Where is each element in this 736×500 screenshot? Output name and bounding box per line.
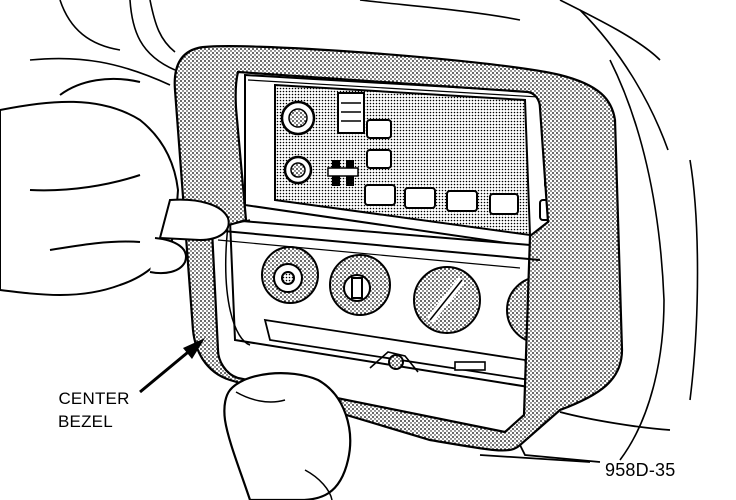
figure-number: 958D-35 (605, 460, 676, 480)
callout-label-line2: BEZEL (58, 412, 113, 431)
dashboard-contours (29, 0, 699, 461)
callout-label-line1: CENTER (58, 389, 130, 408)
shift-knob (223, 372, 352, 500)
center-bezel (173, 45, 624, 452)
button-1-icon (366, 119, 392, 139)
callout-arrow (139, 338, 205, 394)
button-2-icon (366, 149, 392, 169)
console-lines (479, 411, 671, 463)
left-hand (0, 77, 230, 296)
